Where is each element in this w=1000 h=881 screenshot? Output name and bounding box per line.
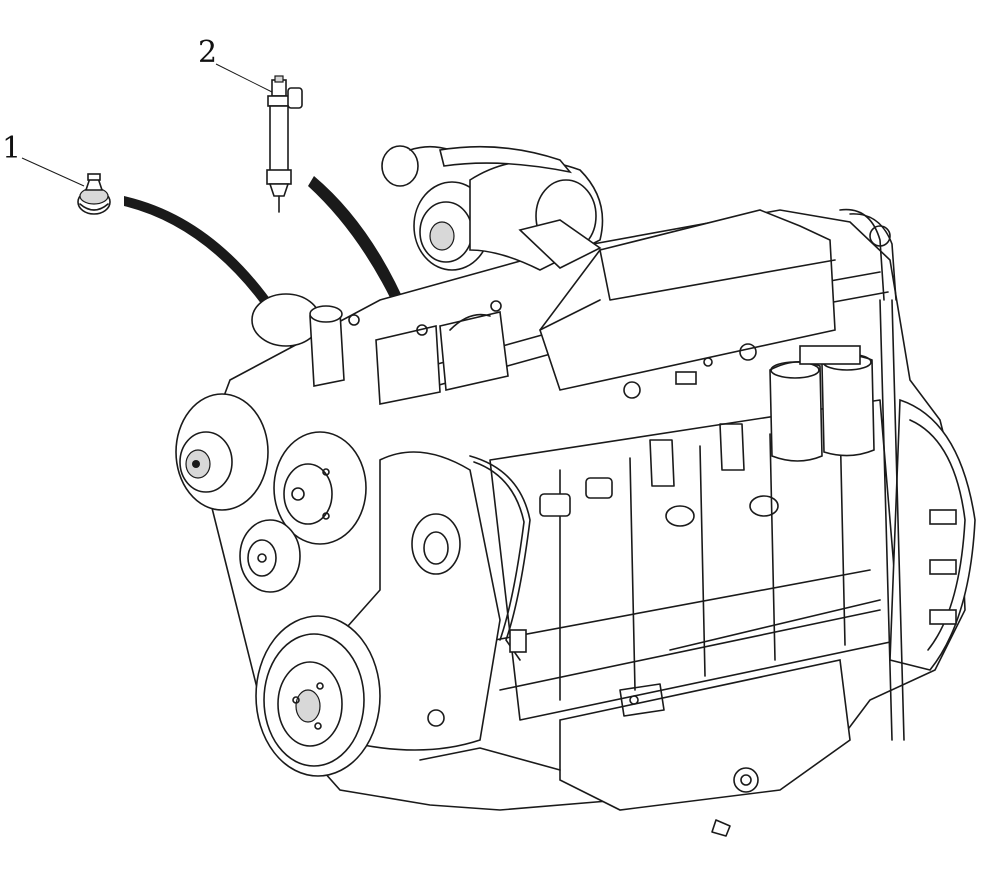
callout-number-1: 1 xyxy=(2,131,22,166)
engine-assembly xyxy=(175,145,976,837)
water-pump-pulley xyxy=(273,431,367,545)
thermostat-part xyxy=(21,157,111,215)
crankshaft-pulley xyxy=(255,615,381,777)
callout-number-2: 2 xyxy=(198,35,218,70)
injector-part xyxy=(215,63,303,213)
turbocharger xyxy=(381,145,604,271)
alternator xyxy=(175,393,269,511)
fuel-filters xyxy=(769,345,875,462)
idler-pulley xyxy=(239,519,301,593)
